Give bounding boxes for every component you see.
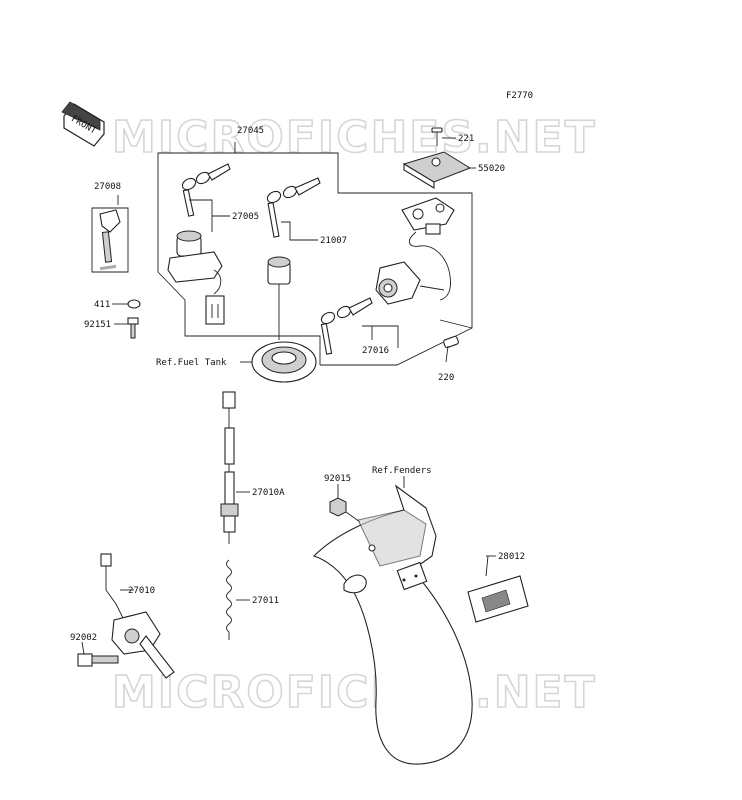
label-ref-fuel-tank: Ref.Fuel Tank <box>156 358 227 368</box>
label-220: 220 <box>438 373 454 383</box>
assembly-bracket-27045 <box>157 142 473 366</box>
rear-fender <box>312 476 473 765</box>
front-arrow-icon: FRONT <box>61 101 105 147</box>
part-27011-spring <box>226 559 250 640</box>
part-220-screw <box>443 335 459 363</box>
part-21007-keys <box>266 177 321 241</box>
label-ref-fenders: Ref.Fenders <box>372 466 432 476</box>
watermark-top: MICROFICHES.NET <box>112 112 597 163</box>
label-27005: 27005 <box>232 212 259 222</box>
label-21007: 21007 <box>320 236 347 246</box>
label-27016: 27016 <box>362 346 389 356</box>
seat-lock-bracket <box>401 197 455 301</box>
part-27010-switch <box>100 553 175 679</box>
part-28012-reflector <box>467 555 529 623</box>
label-92002: 92002 <box>70 633 97 643</box>
label-92151: 92151 <box>84 320 111 330</box>
part-92002-bolt <box>77 641 119 667</box>
fuel-cap-lock <box>267 256 291 340</box>
part-92151-bolt <box>114 317 139 339</box>
ignition-switch-body <box>167 230 225 325</box>
label-92015: 92015 <box>324 474 351 484</box>
label-27010: 27010 <box>128 586 155 596</box>
label-27008: 27008 <box>94 182 121 192</box>
label-27045: 27045 <box>237 126 264 136</box>
part-55020-cover <box>402 151 476 189</box>
part-221-screw <box>431 127 456 146</box>
label-27010A: 27010A <box>252 488 285 498</box>
label-27011: 27011 <box>252 596 279 606</box>
part-27008-key <box>91 195 129 273</box>
label-221: 221 <box>458 134 474 144</box>
label-28012: 28012 <box>498 552 525 562</box>
part-27010A-switch <box>220 391 250 544</box>
fuel-tank-cap <box>240 341 317 383</box>
part-411-washer <box>112 299 141 309</box>
part-92015-nut <box>329 484 361 523</box>
helmet-lock-27016 <box>375 261 445 305</box>
part-27005-keys <box>181 163 231 232</box>
watermark-bottom: MICROFICHES.NET <box>112 667 597 718</box>
label-411: 411 <box>94 300 110 310</box>
part-27016-keys <box>320 297 399 355</box>
figure-code: F2770 <box>506 91 533 101</box>
label-55020: 55020 <box>478 164 505 174</box>
